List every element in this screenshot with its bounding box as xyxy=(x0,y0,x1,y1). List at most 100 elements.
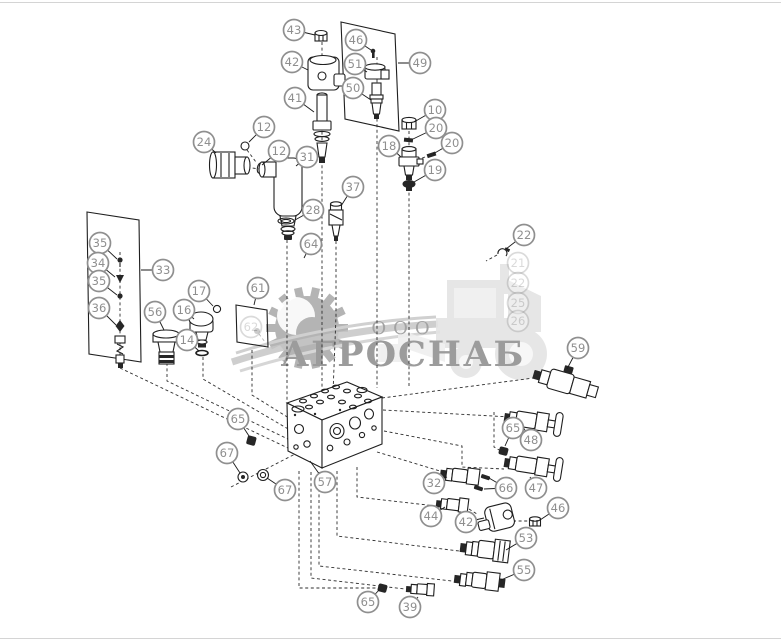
svg-text:51: 51 xyxy=(348,57,363,71)
svg-text:26: 26 xyxy=(511,314,526,328)
callout-32: 32 xyxy=(422,471,448,495)
svg-text:35: 35 xyxy=(92,274,107,288)
svg-text:65: 65 xyxy=(361,595,376,609)
callout-18: 18 xyxy=(377,134,402,158)
svg-text:39: 39 xyxy=(403,600,418,614)
callout-53: 53 xyxy=(505,526,538,551)
part-nut-10 xyxy=(401,116,417,130)
svg-text:17: 17 xyxy=(192,284,207,298)
part-elbow-31 xyxy=(258,157,303,240)
callout-20: 20 xyxy=(412,116,448,140)
part-screw-35a xyxy=(117,257,123,267)
top-border-line xyxy=(0,2,781,3)
svg-text:53: 53 xyxy=(519,531,534,545)
callout-42: 42 xyxy=(454,510,485,534)
svg-text:22: 22 xyxy=(511,276,526,290)
callout-51: 51 xyxy=(343,52,368,76)
callout-56: 56 xyxy=(143,300,167,331)
svg-text:57: 57 xyxy=(318,475,333,489)
callout-67: 67 xyxy=(266,477,297,502)
box-61 xyxy=(235,304,269,348)
callout-66: 66 xyxy=(483,476,518,500)
callout-57: 57 xyxy=(309,460,337,494)
watermark-company-name: АГРОСНАБ xyxy=(281,334,526,375)
part-cartridge-39 xyxy=(405,582,436,597)
watermark: ООО АГРОСНАБ xyxy=(230,264,547,380)
svg-text:25: 25 xyxy=(511,296,526,310)
part-valve-37 xyxy=(328,201,344,241)
svg-text:36: 36 xyxy=(92,301,107,315)
part-cartridge-47 xyxy=(503,455,564,482)
callout-22: 22 xyxy=(505,223,536,250)
callout-19: 19 xyxy=(413,158,447,183)
svg-text:24: 24 xyxy=(197,135,212,149)
callout-47: 47 xyxy=(524,476,548,500)
callout-17: 17 xyxy=(187,279,214,307)
part-cartridge-32 xyxy=(439,467,481,486)
callout-43: 43 xyxy=(282,18,316,42)
callout-16: 16 xyxy=(172,298,196,322)
svg-text:42: 42 xyxy=(459,515,474,529)
callout-12: 12 xyxy=(248,115,276,143)
svg-text:61: 61 xyxy=(251,281,266,295)
callout-42: 42 xyxy=(280,50,309,74)
callout-14: 14 xyxy=(175,328,200,352)
svg-text:37: 37 xyxy=(346,180,361,194)
part-valve-stem-41 xyxy=(312,92,332,163)
part-manifold-block-57 xyxy=(285,381,384,469)
callout-24: 24 xyxy=(192,130,217,154)
callout-37: 37 xyxy=(340,175,365,207)
part-nut-43 xyxy=(314,29,328,42)
svg-text:22: 22 xyxy=(517,228,532,242)
callout-41: 41 xyxy=(283,86,315,113)
callout-35: 35 xyxy=(88,231,118,260)
part-plug-65L xyxy=(246,435,257,446)
svg-text:55: 55 xyxy=(517,563,532,577)
callout-67: 67 xyxy=(215,441,241,474)
callout-50: 50 xyxy=(341,76,372,101)
part-spring-valve-33 xyxy=(114,335,126,368)
svg-text:48: 48 xyxy=(524,433,539,447)
callout-10: 10 xyxy=(413,98,447,123)
svg-text:10: 10 xyxy=(428,103,443,117)
svg-text:62: 62 xyxy=(244,320,259,334)
part-nut-51 xyxy=(364,63,390,80)
part-washer-20a xyxy=(403,137,414,143)
part-plug-65b xyxy=(377,583,388,593)
callout-65: 65 xyxy=(501,416,525,447)
svg-text:21: 21 xyxy=(511,256,526,270)
part-plug-62 xyxy=(254,328,266,343)
part-plug-19 xyxy=(402,180,416,191)
part-cone-34 xyxy=(116,275,124,283)
callout-12: 12 xyxy=(261,139,291,166)
callout-65: 65 xyxy=(356,589,380,614)
svg-text:50: 50 xyxy=(346,81,361,95)
callout-59: 59 xyxy=(566,336,590,370)
callout-39: 39 xyxy=(398,595,422,619)
svg-text:20: 20 xyxy=(445,136,460,150)
part-washer-67a xyxy=(237,471,249,483)
part-fitting-24 xyxy=(208,151,251,179)
part-nut-46b xyxy=(528,516,542,527)
part-clip-22 xyxy=(497,247,511,257)
assembly-axis-lines xyxy=(119,42,542,590)
callout-34: 34 xyxy=(86,251,116,278)
svg-text:14: 14 xyxy=(180,333,195,347)
callout-48: 48 xyxy=(519,426,543,452)
callout-25: 25 xyxy=(506,291,530,315)
part-tee-fitting-18 xyxy=(398,146,424,180)
svg-text:46: 46 xyxy=(551,501,566,515)
part-solenoid-assembly-59 xyxy=(532,365,600,399)
callout-21: 21 xyxy=(506,251,530,275)
svg-text:41: 41 xyxy=(288,91,303,105)
part-cartridge-55 xyxy=(453,571,506,592)
part-ball-12a xyxy=(240,141,250,151)
callout-20: 20 xyxy=(432,131,464,155)
svg-text:35: 35 xyxy=(93,236,108,250)
svg-text:19: 19 xyxy=(428,163,443,177)
callout-62: 62 xyxy=(239,315,263,339)
part-coil-42b xyxy=(477,502,515,532)
